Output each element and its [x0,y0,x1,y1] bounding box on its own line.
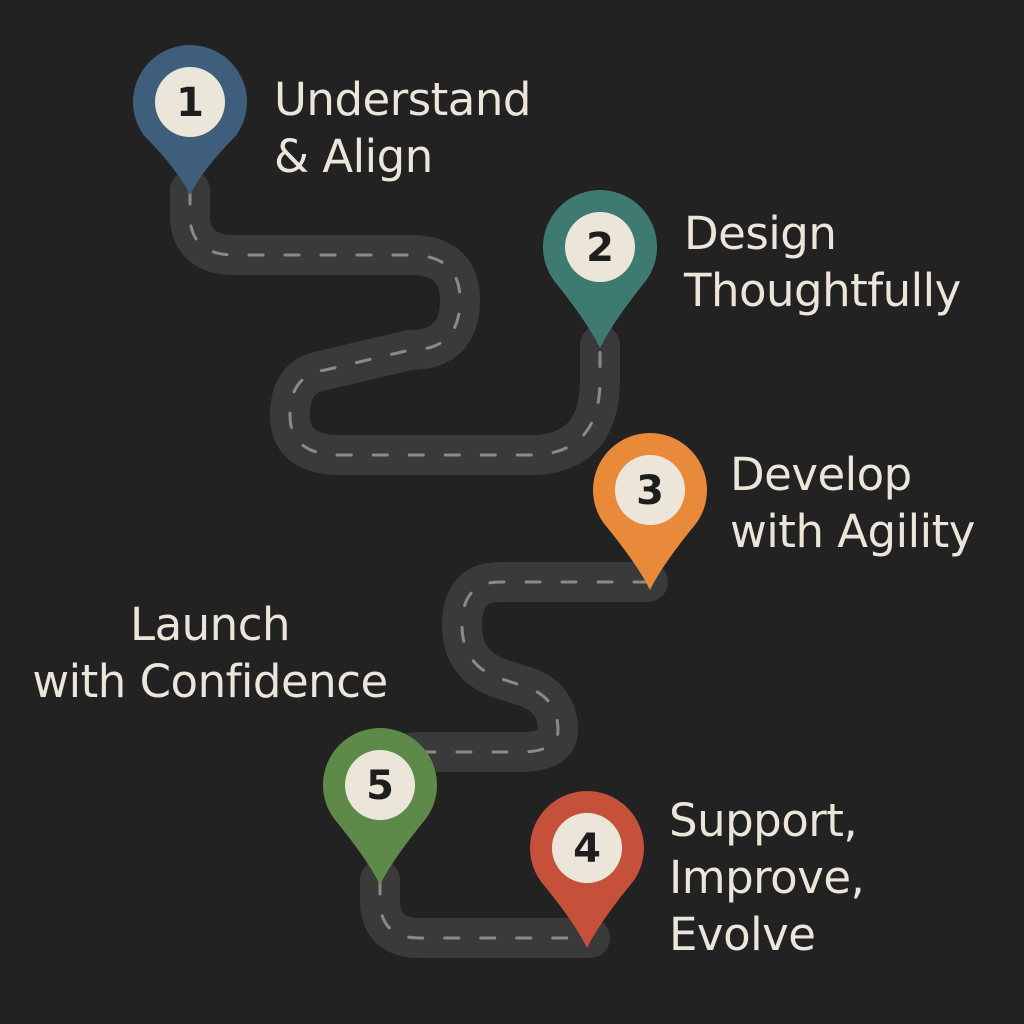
step-3-label: Develop with Agility [730,446,975,560]
road-dashes-1-2 [188,188,602,457]
step-number: 5 [366,763,394,809]
pin-badge [565,212,635,282]
step-number: 3 [636,468,664,514]
road-segment-1-2 [170,170,620,475]
pin-badge [155,67,225,137]
step-number: 2 [586,225,614,271]
map-pin-4-icon: 4 [530,790,644,948]
step-4-line-3: Evolve [669,908,816,961]
step-1-label: Understand & Align [274,71,531,185]
pin-badge [552,813,622,883]
map-pin-3-icon: 3 [593,433,707,590]
step-4-label: Support, Improve, Evolve [669,792,865,963]
step-5-line-1: Launch [130,598,290,651]
road-dashes-3-5 [378,580,650,802]
step-2-line-2: Thoughtfully [684,264,961,317]
step-number: 4 [573,826,601,872]
step-3-line-2: with Agility [730,505,975,558]
step-5-label: Launch with Confidence [20,596,400,710]
map-pin-5-icon: 5 [323,728,438,885]
step-4-line-2: Improve, [669,851,865,904]
step-1-line-1: Understand [274,73,531,126]
step-5-line-2: with Confidence [32,655,388,708]
step-4-line-1: Support, [669,794,858,847]
step-3-line-1: Develop [730,448,912,501]
map-pin-1-icon: 1 [133,44,248,195]
step-1-line-2: & Align [274,130,433,183]
pin-badge [345,750,415,820]
pin-badge [615,455,685,525]
step-number: 1 [176,80,204,126]
step-2-line-1: Design [684,207,837,260]
map-pin-2-icon: 2 [543,189,657,348]
road-dashes-5-4 [378,878,592,940]
step-2-label: Design Thoughtfully [684,205,961,319]
